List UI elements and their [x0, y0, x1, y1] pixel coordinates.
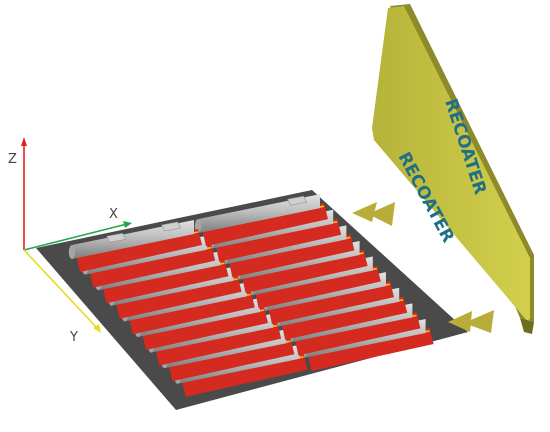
powder-strip — [76, 228, 202, 272]
powder-strip — [102, 260, 229, 304]
support-block — [161, 221, 182, 232]
powder-strip — [155, 322, 282, 366]
powder-strip — [268, 281, 394, 325]
recoater-direction-arrows-lower — [448, 310, 494, 333]
powder-strip — [202, 203, 328, 247]
z-axis-arrowhead — [21, 137, 27, 146]
printed-parts — [68, 194, 434, 397]
x-axis — [23, 223, 128, 251]
powder-strip — [142, 306, 268, 350]
coordinate-axes: Z X Y — [8, 137, 132, 345]
powder-strip — [168, 338, 295, 382]
powder-strip — [89, 244, 216, 288]
z-axis-label: Z — [8, 152, 17, 167]
x-axis-label: X — [109, 207, 118, 222]
rod-end-cap — [68, 245, 76, 259]
powder-strip — [294, 312, 421, 356]
direction-arrow-lower-1 — [448, 311, 472, 332]
support-block — [106, 232, 127, 243]
support-block — [287, 195, 308, 206]
recoater-direction-arrows-upper — [352, 202, 395, 226]
powder-strip — [115, 275, 242, 319]
powder-strip — [181, 353, 308, 397]
y-axis — [23, 249, 99, 330]
recoater-front-face — [372, 6, 530, 322]
y-axis-label: Y — [69, 330, 78, 345]
powder-strip — [241, 249, 368, 293]
direction-arrow-upper-1 — [352, 202, 377, 222]
printed-rod — [72, 219, 194, 259]
x-axis-arrowhead — [123, 221, 132, 228]
recoater-tip — [520, 318, 534, 334]
powder-strip — [215, 218, 342, 262]
powder-strip — [254, 265, 381, 309]
y-axis-arrowhead — [93, 324, 101, 333]
powder-strip — [228, 234, 355, 278]
printed-rod — [198, 194, 320, 234]
powder-strip — [307, 327, 434, 371]
direction-arrow-upper-2 — [368, 202, 395, 226]
powder-strip — [128, 291, 255, 335]
powder-strip — [281, 296, 408, 340]
direction-arrow-lower-2 — [464, 310, 494, 333]
